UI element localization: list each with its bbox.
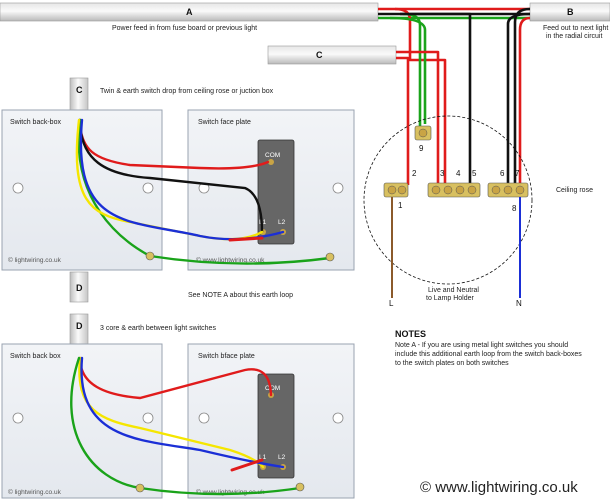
switch-1-face-plate: Switch face plate COM L1 L2 © www.lightw… (187, 109, 355, 271)
switch-1-plate-earth (325, 252, 335, 262)
power-feed-label: Power feed in from fuse board or previou… (112, 25, 257, 32)
earth-loop-label: See NOTE A about this earth loop (188, 292, 293, 299)
back-box-2-label: Switch back box (10, 353, 61, 360)
face-plate-2-label: Switch bface plate (198, 353, 255, 360)
switch-2-face-plate: Switch bface plate COM L1 L2 © www.light… (187, 343, 355, 499)
terminal-3-label: 3 (440, 169, 445, 178)
live-neutral-label-2: to Lamp Holder (426, 295, 475, 302)
cable-a-label: A (186, 7, 193, 17)
terminal-block-centre (427, 182, 481, 198)
notes-line-3: to the switch plates on both switches (395, 360, 509, 367)
cable-d-1: D (69, 271, 89, 303)
terminal-block-9: 9 (414, 125, 432, 153)
twin-earth-label: Twin & earth switch drop from ceiling ro… (100, 88, 274, 95)
supply-wires (378, 7, 531, 185)
switch-1-earth-terminal (145, 251, 155, 261)
terminal-7-label: 7 (515, 169, 520, 178)
switch-1-wires (75, 118, 332, 265)
cable-d1-label: D (76, 283, 83, 293)
ceiling-rose-outline (363, 115, 533, 285)
face-plate-1-label: Switch face plate (198, 119, 251, 126)
watermark-2: © www.lightwiring.co.uk (196, 256, 265, 264)
l-label: L (389, 299, 394, 308)
switch-1-com: COM (265, 152, 280, 159)
back-box-1-label: Switch back-box (10, 119, 61, 126)
cable-c-top: C (267, 45, 397, 65)
cable-c-drop-label: C (76, 85, 83, 95)
terminal-block-left (383, 182, 409, 198)
switch-2-com: COM (265, 385, 280, 392)
footer-credit: © www.lightwiring.co.uk (420, 479, 578, 496)
switch-2-plate-earth (295, 482, 305, 492)
cable-d2-label: D (76, 321, 83, 331)
cable-a: A (0, 2, 379, 22)
ceiling-rose-label: Ceiling rose (556, 187, 593, 194)
switch-2-l1: L1 (259, 454, 267, 461)
switch-1-l2: L2 (278, 219, 286, 226)
watermark-1: © lightwiring.co.uk (8, 256, 62, 264)
terminal-8-label: 8 (512, 204, 517, 213)
terminal-6-label: 6 (500, 169, 505, 178)
watermark-4: © www.lightwiring.co.uk (196, 488, 265, 496)
terminal-5-label: 5 (472, 169, 477, 178)
feed-out-label-2: in the radial circuit (546, 33, 602, 40)
live-neutral-label-1: Live and Neutral (428, 287, 479, 294)
cable-c-top-label: C (316, 50, 323, 60)
notes-title: NOTES (395, 329, 426, 339)
feed-out-label-1: Feed out to next light (543, 25, 608, 32)
watermark-3: © lightwiring.co.uk (8, 488, 62, 496)
terminal-1-label: 1 (398, 201, 403, 210)
three-core-label: 3 core & earth between light switches (100, 325, 216, 332)
notes-line-1: Note A - If you are using metal light sw… (395, 342, 568, 349)
terminal-2-label: 2 (412, 169, 417, 178)
cable-b: B (529, 2, 610, 22)
terminal-block-right (487, 182, 529, 198)
switch-2-wires (70, 356, 302, 496)
switch-2-earth-terminal (135, 483, 145, 493)
notes: NOTES Note A - If you are using metal li… (395, 329, 582, 367)
terminal-4-label: 4 (456, 169, 461, 178)
n-label: N (516, 299, 522, 308)
terminal-9-label: 9 (419, 144, 424, 153)
cable-b-label: B (567, 7, 574, 17)
notes-line-2: include this additional earth loop from … (395, 351, 582, 358)
switch-2-l2: L2 (278, 454, 286, 461)
